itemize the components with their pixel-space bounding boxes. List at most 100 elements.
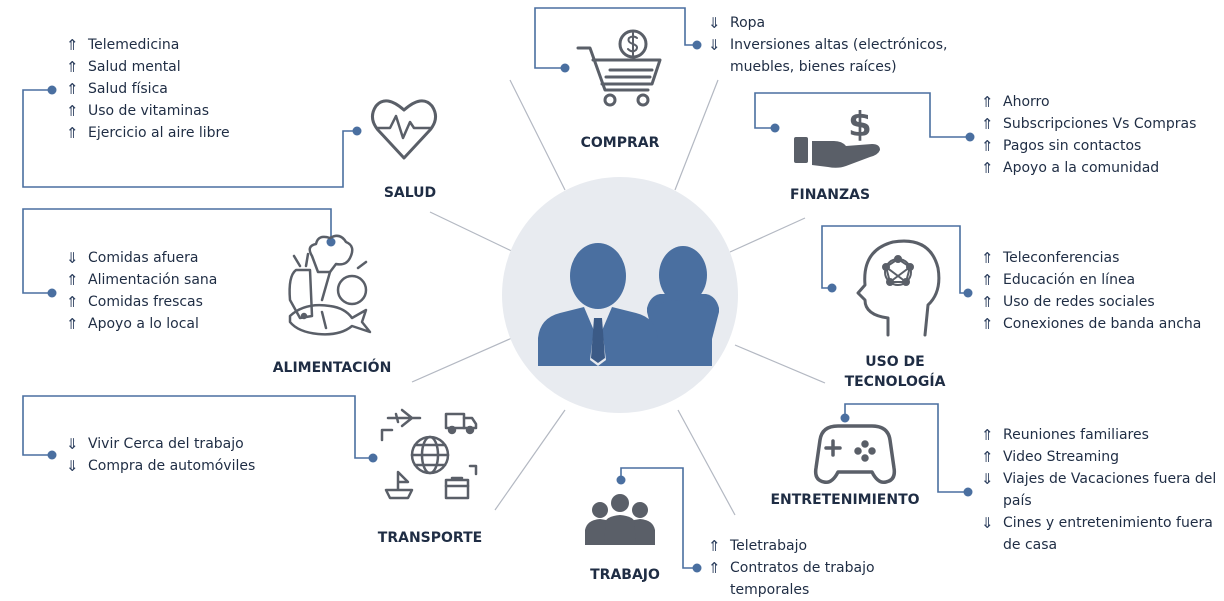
- bracket-connectors: [22, 7, 970, 569]
- arrow-up-icon: ⇑: [981, 448, 994, 466]
- list-item: ⇑Educación en línea: [981, 271, 1136, 289]
- connector-transporte: [22, 395, 373, 459]
- radial-lines: [411, 79, 826, 516]
- tie-icon: [590, 310, 606, 366]
- line-entretenimiento: [734, 344, 826, 384]
- connector-comprar: [534, 7, 697, 69]
- list-item: ⇑Teleconferencias: [981, 249, 1120, 267]
- line-tecnologia: [729, 217, 806, 253]
- list-entretenimiento: ⇑Reuniones familiares ⇑Video Streaming ⇓…: [979, 424, 1223, 556]
- list-item: ⇑Apoyo a la comunidad: [981, 159, 1160, 177]
- head-network-icon: [856, 239, 941, 337]
- list-trabajo: ⇑Teletrabajo ⇑Contratos de trabajo tempo…: [706, 535, 910, 601]
- dot: [368, 453, 378, 463]
- list-alimentacion: ⇓Comidas afuera ⇑Alimentación sana ⇑Comi…: [64, 247, 217, 335]
- connector-alimentacion: [22, 208, 332, 294]
- dot: [616, 475, 626, 485]
- hand-dollar-icon: $: [794, 105, 880, 168]
- shopping-cart-dollar-icon: [576, 29, 662, 107]
- label-finanzas: FINANZAS: [789, 187, 871, 203]
- dot: [47, 288, 57, 298]
- list-item: ⇑Reuniones familiares: [981, 426, 1149, 444]
- list-item: ⇑Teletrabajo: [708, 537, 808, 555]
- arrow-up-icon: ⇑: [708, 537, 721, 555]
- list-item: ⇓Compra de automóviles: [66, 457, 256, 475]
- arrow-up-icon: ⇑: [981, 249, 994, 267]
- dot: [770, 123, 780, 133]
- heart-pulse-icon: [371, 99, 437, 160]
- arrow-down-icon: ⇓: [981, 470, 994, 488]
- list-item: ⇑Video Streaming: [981, 448, 1119, 466]
- list-item: ⇑Pagos sin contactos: [981, 137, 1142, 155]
- arrow-up-icon: ⇑: [981, 293, 994, 311]
- list-item: ⇑Comidas frescas: [66, 293, 203, 311]
- arrow-up-icon: ⇑: [66, 58, 79, 76]
- list-item: ⇑Conexiones de banda ancha: [981, 315, 1202, 333]
- list-finanzas: ⇑Ahorro ⇑Subscripciones Vs Compras ⇑Pago…: [979, 91, 1196, 179]
- list-item: ⇓Cines y entretenimiento fuera de casa: [981, 514, 1213, 553]
- label-transporte: TRANSPORTE: [377, 530, 483, 546]
- label-salud: SALUD: [383, 185, 437, 201]
- business-people-icon: [538, 243, 719, 366]
- arrow-up-icon: ⇑: [981, 115, 994, 133]
- arrow-up-icon: ⇑: [66, 315, 79, 333]
- dot: [840, 413, 850, 423]
- arrow-down-icon: ⇓: [981, 514, 994, 532]
- dot: [352, 126, 362, 136]
- list-item: ⇑Telemedicina: [66, 36, 180, 54]
- arrow-up-icon: ⇑: [66, 124, 79, 142]
- list-comprar: ⇓Ropa ⇓Inversiones altas (electrónicos, …: [706, 12, 970, 78]
- dot: [965, 132, 975, 142]
- arrow-down-icon: ⇓: [66, 249, 79, 267]
- list-item: ⇑Contratos de trabajo temporales: [708, 559, 875, 598]
- arrow-up-icon: ⇑: [708, 559, 721, 577]
- list-item: ⇓Viajes de Vacaciones fuera del país: [981, 470, 1217, 509]
- list-item: ⇓Ropa: [708, 14, 766, 32]
- dot: [963, 487, 973, 497]
- list-transporte: ⇓Vivir Cerca del trabajo ⇓Compra de auto…: [64, 433, 255, 477]
- arrow-down-icon: ⇓: [66, 457, 79, 475]
- list-item: ⇑Apoyo a lo local: [66, 315, 199, 333]
- arrow-up-icon: ⇑: [66, 80, 79, 98]
- arrow-up-icon: ⇑: [981, 137, 994, 155]
- connector-entretenimiento: [844, 403, 968, 493]
- food-vegetables-fish-icon: [288, 234, 372, 336]
- list-item: ⇑Salud física: [66, 80, 168, 98]
- arrow-up-icon: ⇑: [981, 315, 994, 333]
- arrow-up-icon: ⇑: [981, 271, 994, 289]
- team-people-icon: [585, 494, 655, 545]
- line-finanzas: [674, 79, 719, 191]
- arrow-down-icon: ⇓: [708, 14, 721, 32]
- line-trabajo: [677, 409, 736, 516]
- dot: [827, 283, 837, 293]
- dot: [963, 288, 973, 298]
- line-comprar: [509, 79, 566, 191]
- list-item: ⇑Uso de vitaminas: [66, 102, 210, 120]
- arrow-up-icon: ⇑: [981, 159, 994, 177]
- label-trabajo: TRABAJO: [590, 567, 660, 583]
- arrow-down-icon: ⇓: [708, 36, 721, 54]
- list-item: ⇑Ahorro: [981, 93, 1050, 111]
- center-node: [502, 177, 738, 413]
- gamepad-icon: [813, 424, 897, 485]
- connector-tecnologia: [821, 225, 968, 294]
- connector-salud: [22, 89, 357, 188]
- list-item: ⇑Ejercicio al aire libre: [66, 124, 230, 142]
- list-item: ⇑Uso de redes sociales: [981, 293, 1155, 311]
- list-item: ⇓Inversiones altas (electrónicos, mueble…: [708, 36, 948, 75]
- line-alimentacion: [411, 337, 513, 383]
- arrow-up-icon: ⇑: [66, 271, 79, 289]
- line-salud: [429, 211, 521, 256]
- list-tecnologia: ⇑Teleconferencias ⇑Educación en línea ⇑U…: [979, 247, 1201, 335]
- dot: [47, 450, 57, 460]
- connector-dots: [47, 40, 975, 573]
- arrow-up-icon: ⇑: [66, 293, 79, 311]
- label-alimentacion: ALIMENTACIÓN: [272, 360, 392, 376]
- label-entretenimiento: ENTRETENIMIENTO: [770, 492, 920, 508]
- list-item: ⇓Vivir Cerca del trabajo: [66, 435, 244, 453]
- list-salud: ⇑Telemedicina ⇑Salud mental ⇑Salud físic…: [64, 34, 230, 144]
- list-item: ⇑Subscripciones Vs Compras: [981, 115, 1197, 133]
- svg-text:$: $: [848, 105, 872, 145]
- arrow-up-icon: ⇑: [981, 93, 994, 111]
